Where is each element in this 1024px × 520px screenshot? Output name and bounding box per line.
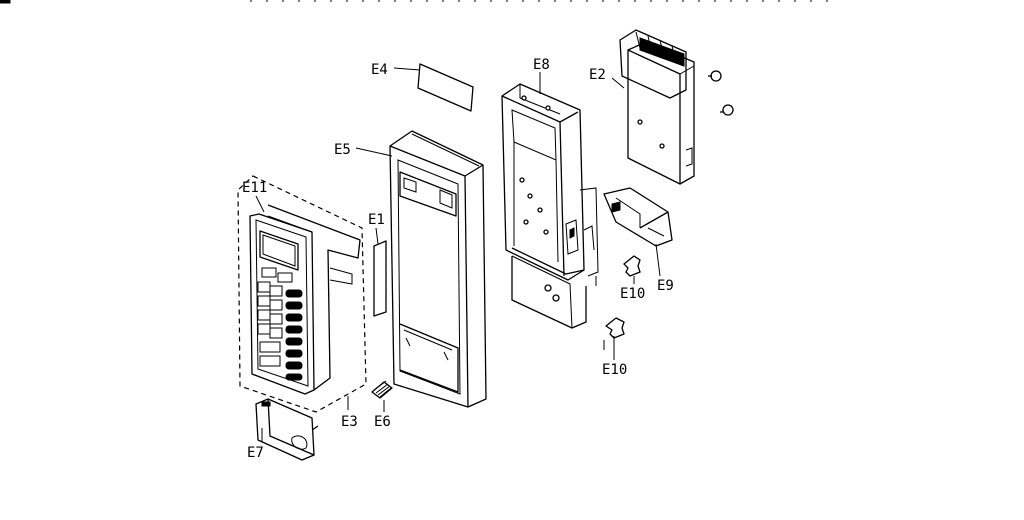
e3-assembly-outline: [237, 175, 367, 413]
e11-keypad-right: [285, 289, 303, 381]
label-e4: E4: [371, 62, 388, 78]
e9-latch-bracket: [603, 187, 673, 247]
panel-membrane-sheet: [267, 204, 361, 391]
top-edge-artifacts: [0, 0, 840, 4]
label-e6: E6: [374, 414, 391, 430]
e1-strip: [373, 240, 387, 317]
e2-relay-bracket: [619, 29, 695, 185]
label-e10-upper: E10: [620, 286, 645, 302]
label-e10-lower: E10: [602, 362, 627, 378]
label-e1: E1: [368, 212, 385, 228]
e8-chassis: [501, 83, 599, 329]
e10-clip-lower: [605, 317, 625, 339]
label-e2: E2: [589, 67, 606, 83]
e6-spring: [371, 380, 393, 399]
label-e3: E3: [341, 414, 358, 430]
label-e9: E9: [657, 278, 674, 294]
e11-keypad-left: [257, 267, 293, 367]
e7-latch: [255, 398, 319, 461]
label-e7: E7: [247, 445, 264, 461]
e4-label-plate: [417, 63, 474, 112]
label-e11: E11: [242, 180, 267, 196]
e2-screws: [708, 70, 734, 116]
e11-control-panel: [249, 213, 315, 395]
e10-guide-line: [595, 276, 605, 350]
e5-door-frame: [389, 130, 487, 408]
label-e8: E8: [533, 57, 550, 73]
leader-lines: [255, 67, 661, 442]
label-e5: E5: [334, 142, 351, 158]
e10-clip-upper: [623, 255, 641, 277]
